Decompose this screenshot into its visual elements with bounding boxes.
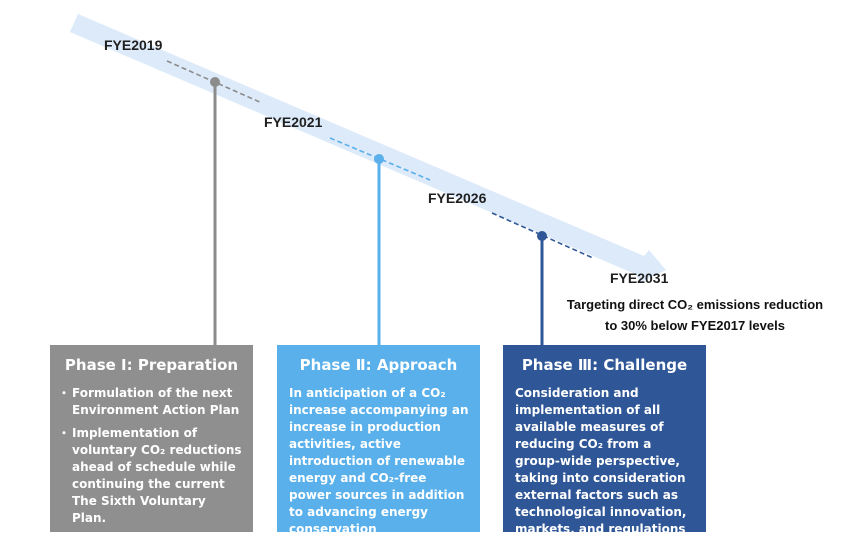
phase-1-item: Formulation of the next Environment Acti… bbox=[58, 385, 243, 419]
milestone-dot-2021 bbox=[374, 154, 384, 164]
phase-2-box: Phase Ⅱ: Approach In anticipation of a C… bbox=[277, 345, 480, 536]
phase-1-body: Formulation of the next Environment Acti… bbox=[50, 385, 253, 527]
dashed-segment-2026 bbox=[491, 212, 594, 259]
target-line-1: Targeting direct CO₂ emissions reduction bbox=[566, 297, 824, 312]
phase-3-title: Phase Ⅲ: Challenge bbox=[521, 356, 688, 374]
target-line-2: to 30% below FYE2017 levels bbox=[605, 318, 785, 333]
phase-3-box: Phase Ⅲ: Challenge Consideration and imp… bbox=[503, 345, 706, 536]
dashed-segment-2021 bbox=[329, 137, 431, 181]
phase-2-body: In anticipation of a CO₂ increase accomp… bbox=[289, 386, 469, 536]
milestone-dot-2019 bbox=[210, 77, 220, 87]
phase-2-title: Phase Ⅱ: Approach bbox=[299, 356, 458, 374]
timeline-arrow bbox=[70, 14, 666, 282]
phase-1-item: Implementation of voluntary CO₂ reductio… bbox=[58, 425, 243, 527]
target-note: Targeting direct CO₂ emissions reduction… bbox=[540, 294, 850, 336]
milestone-label-fye2019: FYE2019 bbox=[104, 37, 163, 53]
milestone-label-fye2021: FYE2021 bbox=[264, 114, 323, 130]
milestone-label-fye2026: FYE2026 bbox=[428, 190, 487, 206]
phase-1-box: Phase Ⅰ: Preparation Formulation of the … bbox=[50, 345, 253, 532]
phase-3-body: Consideration and implementation of all … bbox=[515, 386, 687, 536]
milestone-dot-2026 bbox=[537, 231, 547, 241]
milestone-label-fye2031: FYE2031 bbox=[610, 270, 669, 286]
phase-1-title: Phase Ⅰ: Preparation bbox=[64, 356, 239, 374]
